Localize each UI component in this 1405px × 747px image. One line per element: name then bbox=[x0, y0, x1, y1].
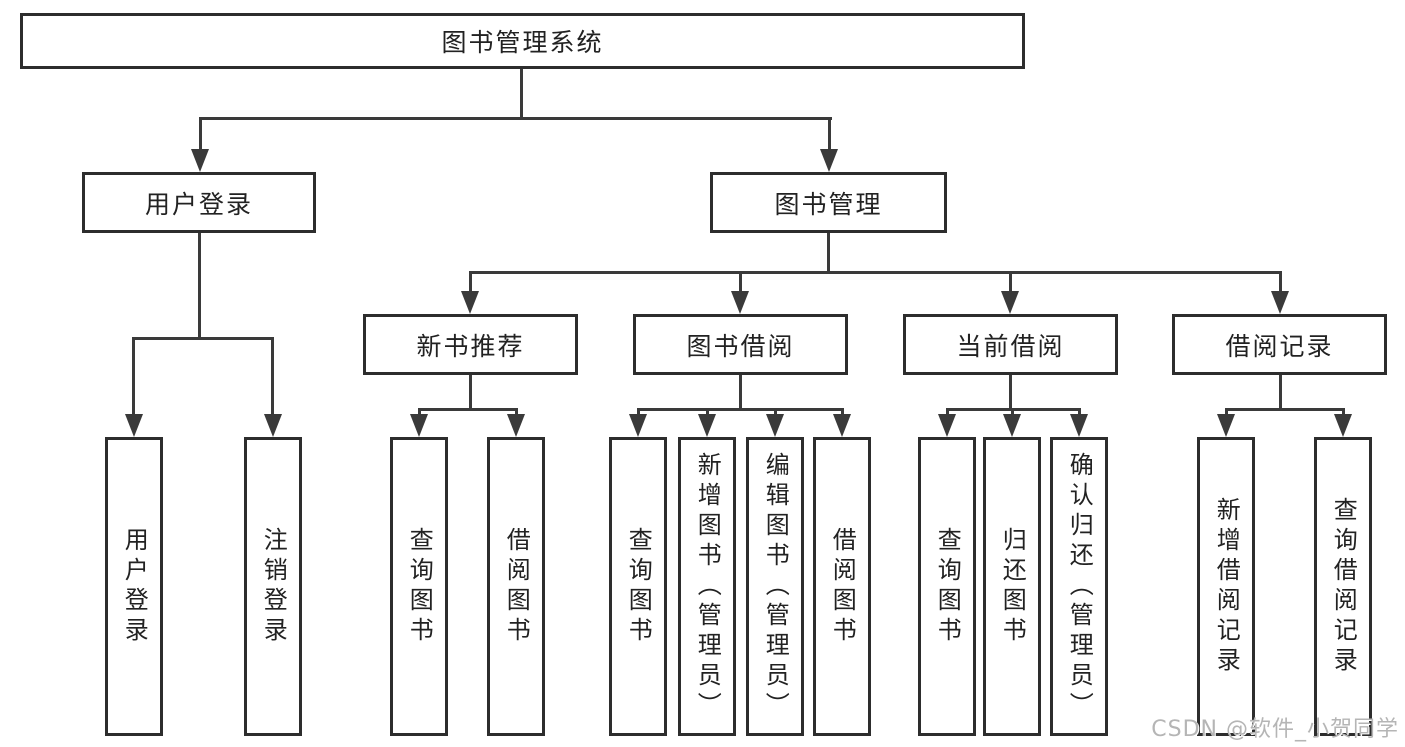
conn-login-drop-2 bbox=[271, 337, 274, 415]
arrowhead-to-query-books-recommend bbox=[410, 414, 428, 437]
arrowhead-to-logout-leaf bbox=[264, 414, 282, 437]
node-current-borrowing: 当前借阅 bbox=[903, 314, 1118, 375]
conn-login-rail bbox=[132, 337, 274, 340]
arrowhead-to-user-login-leaf bbox=[125, 414, 143, 437]
node-leaf-query-books-recommend: 查询图书 bbox=[390, 437, 448, 736]
node-leaf-query-books-current: 查询图书 bbox=[918, 437, 976, 736]
conn-mgmt-drop-2 bbox=[739, 271, 742, 293]
conn-borrow-drop-4 bbox=[841, 408, 844, 416]
leaf-label: 查询图书 bbox=[624, 526, 653, 647]
conn-root-stem bbox=[520, 69, 523, 117]
conn-current-drop-3 bbox=[1078, 408, 1081, 416]
csdn-watermark: CSDN @软件_小贺同学 bbox=[1151, 717, 1399, 742]
conn-borrow-stem bbox=[739, 375, 742, 408]
arrowhead-to-book-borrowing bbox=[731, 291, 749, 314]
conn-root-drop-left bbox=[199, 117, 202, 150]
arrowhead-to-book-management bbox=[820, 149, 838, 172]
arrowhead-to-add-book-admin bbox=[698, 414, 716, 437]
arrowhead-to-query-books-current bbox=[938, 414, 956, 437]
node-leaf-borrow-books: 借阅图书 bbox=[813, 437, 871, 736]
conn-borrow-drop-3 bbox=[774, 408, 777, 416]
leaf-label: 查询图书 bbox=[933, 526, 962, 647]
conn-login-drop-1 bbox=[132, 337, 135, 415]
node-leaf-logout: 注销登录 bbox=[244, 437, 302, 736]
leaf-label: 编辑图书（管理员） bbox=[761, 451, 790, 722]
conn-current-stem bbox=[1009, 375, 1012, 408]
node-borrowing-records: 借阅记录 bbox=[1172, 314, 1387, 375]
leaf-label: 新增图书（管理员） bbox=[693, 451, 722, 722]
arrowhead-to-new-book-recommendation bbox=[461, 291, 479, 314]
node-leaf-borrow-books-recommend: 借阅图书 bbox=[487, 437, 545, 736]
node-leaf-return-book: 归还图书 bbox=[983, 437, 1041, 736]
node-book-borrowing: 图书借阅 bbox=[633, 314, 848, 375]
leaf-label: 查询图书 bbox=[405, 526, 434, 647]
node-new-book-recommendation: 新书推荐 bbox=[363, 314, 578, 375]
arrowhead-to-current-borrowing bbox=[1001, 291, 1019, 314]
arrowhead-to-confirm-return-admin bbox=[1070, 414, 1088, 437]
conn-records-rail bbox=[1225, 408, 1345, 411]
conn-records-drop-2 bbox=[1342, 408, 1345, 416]
conn-recommend-drop-1 bbox=[418, 408, 421, 416]
conn-borrow-rail bbox=[637, 408, 844, 411]
conn-mgmt-stem bbox=[827, 233, 830, 271]
node-leaf-add-borrow-record: 新增借阅记录 bbox=[1197, 437, 1255, 736]
conn-recommend-rail bbox=[418, 408, 518, 411]
leaf-label: 查询借阅记录 bbox=[1329, 496, 1358, 677]
conn-recommend-drop-2 bbox=[515, 408, 518, 416]
node-leaf-confirm-return-admin: 确认归还（管理员） bbox=[1050, 437, 1108, 736]
leaf-label: 确认归还（管理员） bbox=[1065, 451, 1094, 722]
arrowhead-to-query-borrow-record bbox=[1334, 414, 1352, 437]
arrowhead-to-query-books-borrow bbox=[629, 414, 647, 437]
leaf-label: 注销登录 bbox=[259, 526, 288, 647]
node-leaf-edit-book-admin: 编辑图书（管理员） bbox=[746, 437, 804, 736]
conn-recommend-stem bbox=[469, 375, 472, 408]
leaf-label: 借阅图书 bbox=[828, 526, 857, 647]
conn-current-drop-1 bbox=[946, 408, 949, 416]
arrowhead-to-add-borrow-record bbox=[1217, 414, 1235, 437]
conn-mgmt-drop-4 bbox=[1279, 271, 1282, 293]
conn-borrow-drop-1 bbox=[637, 408, 640, 416]
node-book-management: 图书管理 bbox=[710, 172, 947, 233]
arrowhead-to-user-login bbox=[191, 149, 209, 172]
node-leaf-query-borrow-record: 查询借阅记录 bbox=[1314, 437, 1372, 736]
conn-current-drop-2 bbox=[1011, 408, 1014, 416]
conn-borrow-drop-2 bbox=[706, 408, 709, 416]
conn-root-drop-right bbox=[828, 117, 831, 150]
conn-root-rail bbox=[199, 117, 832, 120]
conn-records-stem bbox=[1279, 375, 1282, 408]
conn-mgmt-drop-1 bbox=[469, 271, 472, 293]
arrowhead-to-return-book bbox=[1003, 414, 1021, 437]
conn-mgmt-drop-3 bbox=[1009, 271, 1012, 293]
leaf-label: 用户登录 bbox=[120, 526, 149, 647]
leaf-label: 归还图书 bbox=[998, 526, 1027, 647]
node-library-management-system: 图书管理系统 bbox=[20, 13, 1025, 69]
conn-records-drop-1 bbox=[1225, 408, 1228, 416]
node-leaf-query-books-borrow: 查询图书 bbox=[609, 437, 667, 736]
arrowhead-to-borrow-books bbox=[833, 414, 851, 437]
conn-login-stem bbox=[198, 233, 201, 337]
conn-mgmt-rail bbox=[469, 271, 1282, 274]
node-leaf-user-login: 用户登录 bbox=[105, 437, 163, 736]
node-leaf-add-book-admin: 新增图书（管理员） bbox=[678, 437, 736, 736]
leaf-label: 借阅图书 bbox=[502, 526, 531, 647]
node-user-login: 用户登录 bbox=[82, 172, 316, 233]
leaf-label: 新增借阅记录 bbox=[1212, 496, 1241, 677]
arrowhead-to-edit-book-admin bbox=[766, 414, 784, 437]
arrowhead-to-borrowing-records bbox=[1271, 291, 1289, 314]
arrowhead-to-borrow-books-recommend bbox=[507, 414, 525, 437]
